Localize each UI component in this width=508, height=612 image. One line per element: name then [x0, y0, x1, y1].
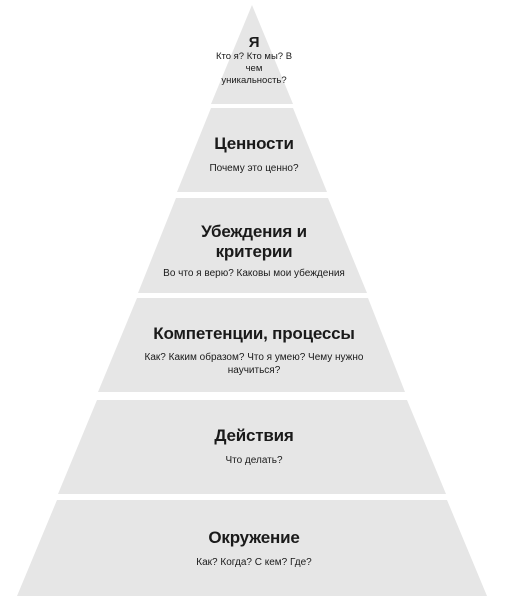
level-competencies: Компетенции, процессы Как? Каким образом…: [0, 324, 508, 377]
level-subtitle: Как? Каким образом? Что я умею? Чему нуж…: [144, 352, 364, 376]
level-identity: Я Кто я? Кто мы? В чем уникальность?: [0, 34, 508, 87]
level-title: Я: [248, 34, 260, 51]
level-subtitle: Кто я? Кто мы? В чем уникальность?: [214, 51, 294, 87]
level-subtitle-text: Кто я? Кто мы? В чем уникальность?: [215, 51, 293, 86]
level-title: Компетенции, процессы: [153, 324, 355, 343]
level-title: Окружение: [208, 528, 300, 547]
level-actions: Действия Что делать?: [0, 426, 508, 467]
level-title: Действия: [214, 426, 294, 445]
level-title-text: Убеждения и критерии: [201, 222, 307, 261]
level-subtitle: Что делать?: [225, 455, 283, 466]
level-title: Ценности: [214, 134, 294, 153]
level-subtitle: Почему это ценно?: [209, 163, 299, 174]
pyramid-tier-5: [58, 400, 446, 494]
pyramid-tier-4: [98, 298, 405, 392]
pyramid-tier-6: [17, 500, 487, 596]
pyramid-tier-2: [177, 108, 327, 192]
pyramid-tier-3: [138, 198, 367, 293]
level-subtitle: Во что я верю? Каковы мои убеждения: [163, 268, 345, 279]
level-values: Ценности Почему это ценно?: [0, 134, 508, 175]
level-subtitle: Как? Когда? С кем? Где?: [196, 557, 312, 568]
level-title: Убеждения и критерии: [179, 222, 329, 262]
level-environment: Окружение Как? Когда? С кем? Где?: [0, 528, 508, 569]
pyramid-tier-1: [211, 5, 293, 104]
level-beliefs: Убеждения и критерии Во что я верю? Како…: [0, 222, 508, 280]
